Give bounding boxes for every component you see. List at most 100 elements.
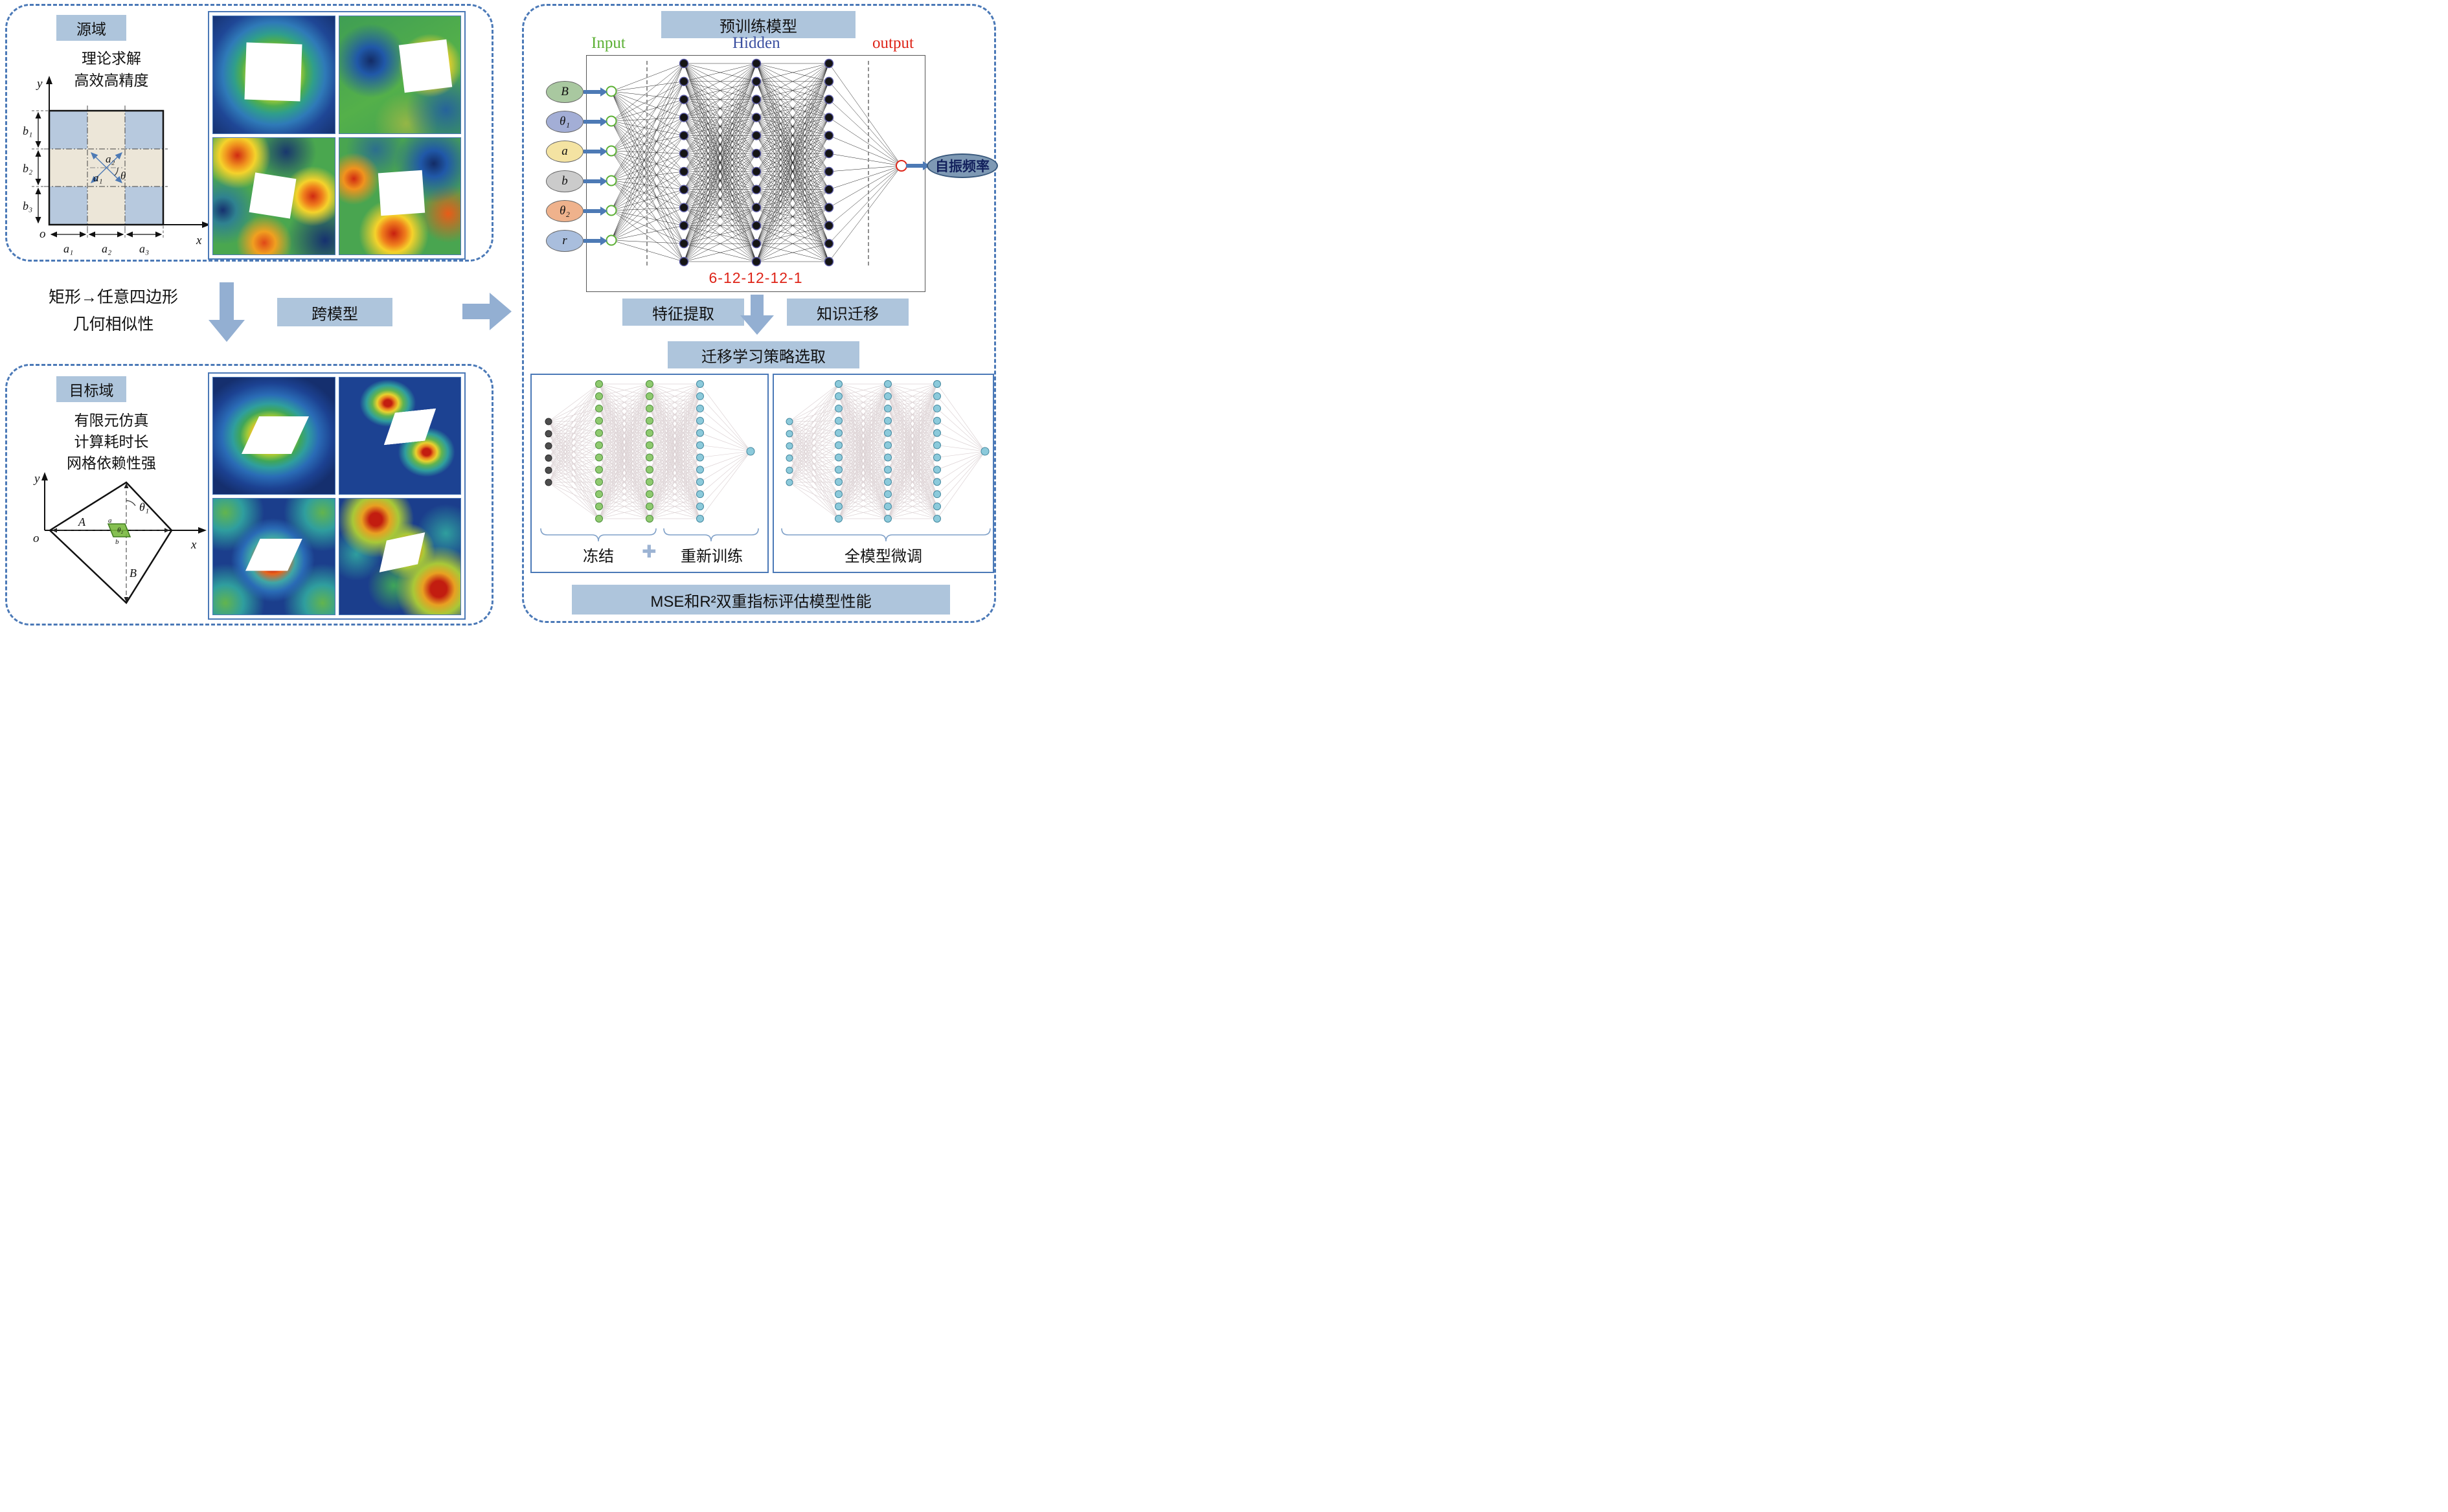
- b1-label: b₁: [23, 124, 32, 137]
- target-domain-tag: 目标域: [56, 376, 126, 402]
- layer-separator: [868, 61, 869, 265]
- pretrained-model-panel: 预训练模型 Input Hidden output 6-12-12-12-1 B…: [522, 4, 998, 623]
- pretrained-model-title: 预训练模型: [661, 11, 856, 38]
- origin-label: o: [40, 227, 46, 241]
- transition-line2: 几何相似性: [73, 315, 154, 333]
- right-arrow-icon: [462, 293, 512, 330]
- b2-label: b₂: [23, 162, 32, 175]
- transition-description: 矩形→任意四边形 几何相似性: [19, 284, 207, 338]
- fem-plot-4: [338, 497, 461, 615]
- fem-plot-3: [212, 497, 335, 615]
- input-arrow-icon: [584, 117, 607, 126]
- center-cell-annotations: [90, 152, 123, 183]
- target-mode-plots: [208, 372, 466, 620]
- figure-canvas: 源域 理论求解 高效高精度: [0, 0, 1001, 632]
- mode-plot-4: [338, 137, 461, 255]
- target-desc-line1: 有限元仿真: [74, 412, 149, 429]
- output-node: 自振频率: [927, 153, 998, 178]
- retrain-label: 重新训练: [681, 548, 743, 565]
- b-dimension-arrows: [32, 110, 49, 224]
- brace-icons: [540, 528, 759, 542]
- input-node-B: B: [546, 81, 607, 103]
- input-arrow-icon: [584, 177, 607, 186]
- fem-plot-1: [212, 377, 335, 495]
- a-dimension-arrows: [50, 226, 164, 239]
- source-geometry-diagram: y x o b₁ b₂ b₃: [23, 76, 210, 255]
- a2-diagonal-label: a₂: [106, 153, 115, 165]
- diagonal-guides: [52, 483, 170, 602]
- x-axis-label: x: [196, 234, 202, 247]
- input-arrow-icon: [584, 87, 607, 96]
- a-small-label: a: [108, 517, 112, 525]
- inner-parallelogram: [107, 523, 131, 537]
- source-domain-description: 理论求解 高效高精度: [30, 47, 192, 91]
- axes: [46, 76, 210, 228]
- b3-label: b₃: [23, 199, 32, 212]
- a1-diagonal-label: a₁: [93, 172, 102, 184]
- target-domain-description: 有限元仿真 计算耗时长 网格依赖性强: [30, 410, 192, 474]
- input-layer-label: Input: [591, 34, 626, 52]
- down-arrow-icon: [209, 282, 245, 342]
- pretrained-network-diagram: [606, 58, 907, 267]
- origin-label: o: [33, 532, 40, 545]
- input-arrow-icon: [584, 147, 607, 156]
- grid-cells: [49, 111, 163, 225]
- source-desc-line2: 高效高精度: [74, 72, 149, 89]
- freeze-label: 冻结: [583, 548, 614, 565]
- fem-plot-2: [338, 377, 461, 495]
- cavity-shape: [245, 538, 302, 571]
- input-label-theta1: θ₁: [560, 115, 570, 128]
- cavity-shape: [398, 39, 452, 93]
- mode-plot-3: [212, 137, 335, 255]
- a3-label: a₃: [139, 242, 149, 255]
- input-node-theta2: θ₂: [546, 200, 607, 222]
- evaluation-box: MSE和R²双重指标评估模型性能: [572, 585, 950, 615]
- cavity-shape: [242, 416, 309, 454]
- mode-plot-1: [212, 16, 335, 134]
- input-label-a: a: [561, 144, 568, 158]
- y-axis-label: y: [36, 77, 43, 91]
- y-axis-label: y: [33, 472, 40, 486]
- theta1-label: θ₁: [139, 501, 149, 513]
- input-node-theta1: θ₁: [546, 111, 607, 133]
- transition-line1: 矩形→任意四边形: [48, 288, 178, 306]
- architecture-label: 6-12-12-12-1: [708, 269, 803, 286]
- target-desc-line3: 网格依赖性强: [67, 455, 156, 471]
- target-desc-line2: 计算耗时长: [74, 433, 149, 450]
- output-arrow-icon: [906, 161, 930, 170]
- B-label: B: [130, 567, 137, 580]
- hidden-layer-label: Hidden: [732, 34, 780, 52]
- source-domain-tag: 源域: [56, 15, 126, 41]
- cavity-shape: [244, 42, 302, 102]
- input-label-b: b: [561, 174, 568, 188]
- theta-label: θ: [120, 170, 126, 182]
- finetune-panel: 全模型微调: [773, 374, 994, 573]
- input-label-B: B: [561, 85, 569, 98]
- knowledge-transfer-box: 知识迁移: [787, 299, 909, 326]
- layer-separator: [646, 61, 648, 265]
- finetune-label: 全模型微调: [844, 548, 922, 565]
- network-frame: 6-12-12-12-1: [586, 55, 925, 292]
- input-arrow-icon: [584, 236, 607, 245]
- cavity-shape: [249, 172, 297, 219]
- quadrilateral-outline: [48, 481, 173, 604]
- input-node-a: a: [546, 141, 607, 163]
- A-label: A: [78, 515, 86, 528]
- mode-plot-2: [338, 16, 461, 134]
- feature-extraction-box: 特征提取: [622, 299, 744, 326]
- input-label-r: r: [562, 234, 567, 247]
- cavity-shape: [373, 532, 431, 572]
- freeze-retrain-panel: 冻结 ✚ 重新训练: [530, 374, 769, 573]
- grid-lines: [44, 106, 168, 231]
- cross-model-tag: 跨模型: [277, 298, 392, 326]
- finetune-network: [786, 380, 990, 523]
- output-layer-label: output: [872, 34, 914, 52]
- x-axis-label: x: [190, 538, 197, 552]
- plus-icon: ✚: [642, 542, 657, 561]
- input-arrow-icon: [584, 207, 607, 216]
- input-node-b: b: [546, 170, 607, 192]
- target-domain-panel: 目标域 有限元仿真 计算耗时长 网格依赖性强 y x o: [5, 364, 493, 626]
- theta2-small-label: θ₂: [117, 526, 123, 534]
- cavity-shape: [378, 170, 425, 216]
- input-label-theta2: θ₂: [560, 204, 570, 218]
